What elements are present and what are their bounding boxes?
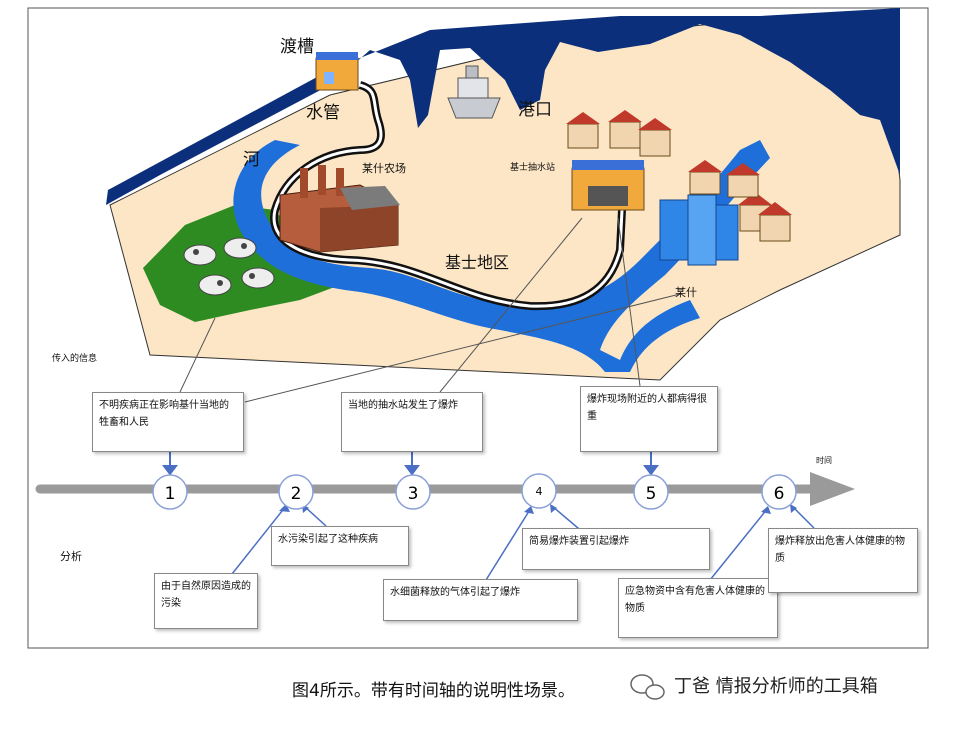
- aqueduct-building-icon: [316, 52, 358, 90]
- farm-label: 某什农场: [362, 160, 406, 176]
- analysis-box-4: 简易爆炸装置引起爆炸: [522, 528, 710, 570]
- timeline-node-label: 4: [536, 485, 543, 498]
- pipe-label: 水管: [306, 98, 340, 123]
- analysis-box-5: 应急物资中含有危害人体健康的物质: [618, 578, 778, 638]
- pump-station-icon: [572, 160, 644, 210]
- analysis-box-6: 爆炸释放出危害人体健康的物质: [768, 528, 918, 593]
- timeline-node-label: 2: [291, 484, 302, 504]
- analysis-box-1: 由于自然原因造成的污染: [154, 573, 258, 629]
- info-box-2: 当地的抽水站发生了爆炸: [341, 392, 483, 452]
- time-label: 时间: [816, 455, 832, 466]
- analysis-box-3: 水细菌释放的气体引起了爆炸: [383, 579, 578, 621]
- district-label: 基士地区: [445, 249, 509, 273]
- port-label: 港口: [518, 95, 552, 120]
- analysis-label: 分析: [60, 548, 82, 564]
- pump-station-label: 基士抽水站: [510, 160, 555, 173]
- incoming-info-label: 传入的信息: [52, 351, 97, 364]
- info-box-3: 爆炸现场附近的人都病得很重: [580, 386, 718, 452]
- info-box-1: 不明疾病正在影响基什当地的牲畜和人民: [92, 392, 244, 452]
- town-label: 某什: [675, 284, 697, 300]
- timeline-node-label: 5: [646, 484, 657, 504]
- timeline-node-label: 6: [774, 484, 785, 504]
- wechat-icon: [631, 675, 664, 699]
- info-arrows: [164, 452, 657, 474]
- aqueduct-label: 渡槽: [280, 32, 314, 57]
- analysis-box-2: 水污染引起了这种疾病: [271, 526, 409, 566]
- timeline-node-label: 3: [408, 484, 419, 504]
- timeline-node-label: 1: [165, 484, 176, 504]
- figure-caption: 图4所示。带有时间轴的说明性场景。: [292, 676, 575, 701]
- brand-label: 丁爸 情报分析师的工具箱: [674, 672, 878, 698]
- river-label: 河: [243, 145, 260, 170]
